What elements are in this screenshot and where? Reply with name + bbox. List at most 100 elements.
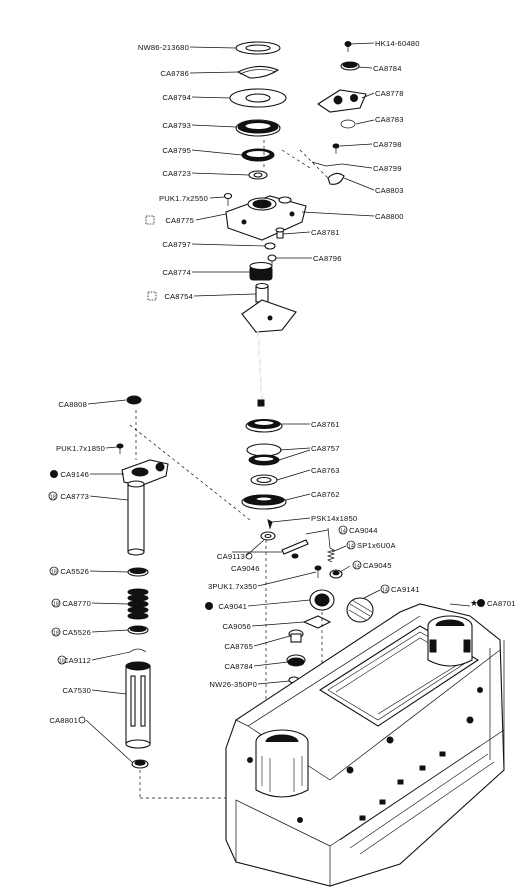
part-clip-ca9112: [129, 648, 147, 653]
part-labels: NW86-213680 HK14-60480 CA8786 CA8784 CA8…: [49, 39, 515, 725]
svg-text:14: 14: [348, 544, 354, 550]
label-ca5526-a: CA5526: [60, 567, 89, 576]
part-plate-ca8762: [241, 494, 287, 510]
svg-text:18: 18: [50, 495, 56, 501]
part-washer-ca8801: [131, 759, 149, 769]
part-shaft: [257, 329, 265, 407]
label-ca8793: CA8793: [162, 121, 191, 130]
label-ca8794: CA8794: [162, 93, 191, 102]
label-ca9146: CA9146: [60, 470, 89, 479]
svg-text:18: 18: [53, 602, 59, 608]
part-cap-ca8808: [126, 395, 142, 405]
part-shaft-ca8773: [127, 480, 145, 556]
label-ca8770: CA8770: [62, 599, 91, 608]
label-ca8803: CA8803: [375, 186, 404, 195]
qty-18-marker: 18: [57, 655, 67, 665]
qty-14-marker: 14: [338, 525, 348, 535]
part-ring-ca8783: [340, 119, 356, 129]
part-gear-ca8754: [241, 282, 297, 333]
qty-18-marker: 18: [48, 491, 58, 501]
part-sleeve-ca7530: [125, 661, 151, 749]
filled-circle-marker: [205, 602, 213, 610]
label-ca8799: CA8799: [373, 164, 402, 173]
label-ca8754: CA8754: [164, 292, 193, 301]
part-screw-psk1850: [267, 519, 273, 530]
part-gear-ca8784-bottom: [286, 654, 306, 667]
label-ca9113: CA9113: [217, 552, 245, 561]
label-ca8800: CA8800: [375, 212, 404, 221]
label-ca8801: CA8801: [49, 716, 78, 725]
part-pin-ca9046: [281, 539, 309, 559]
part-spring-ca8774: [249, 261, 273, 281]
open-circle-marker: [78, 716, 86, 724]
part-knob-ca9141: [346, 597, 374, 623]
part-screw-puk350: [314, 565, 322, 578]
label-ca9045: CA9045: [363, 561, 392, 570]
part-ring-ca8793: [235, 119, 281, 137]
label-ca8783: CA8783: [375, 115, 404, 124]
part-ring-ca5526-b: [127, 625, 149, 635]
label-ca8808: CA8808: [58, 400, 87, 409]
label-nw86: NW86-213680: [138, 43, 189, 52]
qty-14-marker: 14: [352, 560, 362, 570]
label-ca8795: CA8795: [162, 146, 191, 155]
dotted-square-marker: [145, 215, 155, 225]
label-ca8774: CA8774: [162, 268, 191, 277]
qty-14-marker: 14: [380, 584, 390, 594]
qty-18-marker: 18: [51, 627, 61, 637]
part-screw-puk1850: [116, 443, 124, 454]
part-spring-ca8770: [127, 588, 149, 620]
label-ca8784-top: CA8784: [373, 64, 402, 73]
label-ca8781: CA8781: [311, 228, 340, 237]
part-spring-sp1: [326, 547, 336, 563]
part-washer-ca9113: [260, 531, 276, 541]
part-ring-ca8795: [241, 148, 275, 162]
label-ca8775: CA8775: [165, 216, 194, 225]
part-body-ca8701: [225, 603, 505, 887]
part-gear-ca8784-top: [340, 61, 360, 71]
label-hk14: HK14-60480: [375, 39, 420, 48]
label-ca9056: CA9056: [222, 622, 251, 631]
label-ca9046: CA9046: [231, 564, 260, 573]
label-ca8778: CA8778: [375, 89, 404, 98]
label-ca8798: CA8798: [373, 140, 402, 149]
label-puk350: 3PUK1.7x350: [208, 582, 257, 591]
part-bush-ca9045: [329, 569, 343, 579]
part-pin-ca8781: [275, 227, 285, 239]
label-puk2550: PUK1.7x2550: [159, 194, 208, 203]
label-ca8723: CA8723: [162, 169, 191, 178]
star-marker: ★: [470, 598, 478, 608]
part-washer-ca8763: [250, 474, 278, 486]
label-psk1850: PSK14x1850: [311, 514, 357, 523]
label-ca8765: CA8765: [224, 642, 253, 651]
part-clip-ca8786: [236, 65, 280, 79]
part-dial-ca9041: [309, 589, 335, 611]
label-ca8784-bottom: CA8784: [224, 662, 253, 671]
part-ring-ca5526-a: [127, 567, 149, 577]
label-ca9044: CA9044: [349, 526, 378, 535]
part-ring-ca8757: [246, 443, 282, 466]
svg-text:18: 18: [53, 631, 59, 637]
part-plate-ca9056: [302, 615, 332, 629]
part-screw-hk14: [344, 41, 352, 52]
svg-text:14: 14: [382, 588, 388, 594]
label-ca5526-b: CA5526: [62, 628, 91, 637]
part-screw-ca9044: [327, 527, 331, 549]
label-ca8773: CA8773: [60, 492, 89, 501]
part-lever-ca8778: [316, 89, 367, 113]
label-ca7530: CA7530: [62, 686, 91, 695]
open-circle-marker: [245, 552, 253, 560]
markers: ★ 18 18 18 18 18 14 14: [48, 215, 485, 724]
qty-14-marker: 14: [346, 540, 356, 550]
label-puk1850: PUK1.7x1850: [56, 444, 105, 453]
label-ca8786: CA8786: [160, 69, 189, 78]
part-washer-nw86: [235, 41, 281, 55]
filled-circle-marker: [477, 599, 485, 607]
part-base-ca8775: [225, 195, 307, 241]
label-ca8763: CA8763: [311, 466, 340, 475]
label-ca9112: CA9112: [63, 656, 91, 665]
svg-text:14: 14: [354, 564, 360, 570]
label-ca8761: CA8761: [311, 420, 340, 429]
svg-text:18: 18: [59, 659, 65, 665]
